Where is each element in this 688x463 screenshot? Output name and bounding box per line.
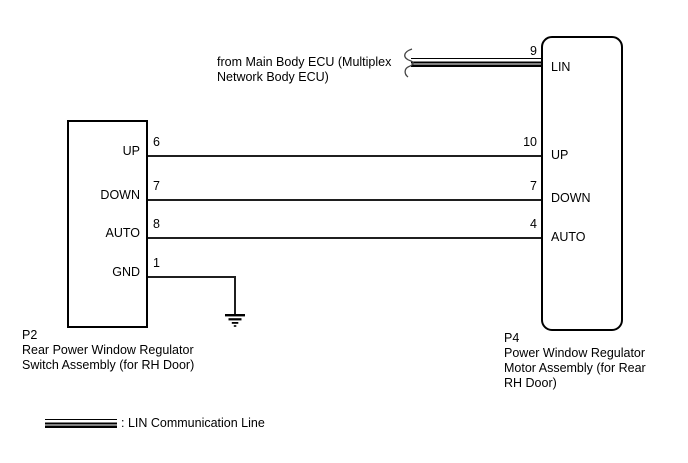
legend-lin-line-sample xyxy=(45,419,117,428)
p4-pin-number-lin: 9 xyxy=(530,44,537,58)
p4-pin-number-auto: 4 xyxy=(530,217,537,231)
p4-pin-label-lin: LIN xyxy=(551,60,571,74)
wire-gnd-horizontal xyxy=(148,276,235,278)
connector-p2-box xyxy=(67,120,148,328)
ecu-source-note-line2: Network Body ECU) xyxy=(217,70,329,84)
p2-pin-label-auto: AUTO xyxy=(105,226,141,240)
p4-pin-label-auto: AUTO xyxy=(551,230,586,244)
ground-icon xyxy=(225,314,245,327)
connector-p4-caption: P4 Power Window Regulator Motor Assembly… xyxy=(504,331,646,391)
p4-pin-number-down: 7 xyxy=(530,179,537,193)
p2-pin-label-gnd: GND xyxy=(112,265,140,279)
p2-pin-number-up: 6 xyxy=(153,135,160,149)
connector-p4-id: P4 xyxy=(504,331,520,345)
p4-pin-label-up: UP xyxy=(551,148,569,162)
wire-break-squiggle-icon xyxy=(404,48,414,78)
connector-p4-box xyxy=(541,36,623,331)
wire-up xyxy=(148,155,541,157)
p2-pin-number-auto: 8 xyxy=(153,217,160,231)
ecu-source-note: from Main Body ECU (Multiplex Network Bo… xyxy=(217,55,391,85)
legend-lin-label: : LIN Communication Line xyxy=(121,416,265,430)
wire-gnd-vertical xyxy=(234,276,236,315)
p2-pin-label-down: DOWN xyxy=(100,188,140,202)
connector-p4-caption-line2: Motor Assembly (for Rear xyxy=(504,361,646,375)
connector-p2-caption-line2: Switch Assembly (for RH Door) xyxy=(22,358,195,372)
wire-auto xyxy=(148,237,541,239)
connector-p4-caption-line1: Power Window Regulator xyxy=(504,346,646,360)
p2-pin-number-gnd: 1 xyxy=(153,256,160,270)
connector-p4-caption-line3: RH Door) xyxy=(504,376,557,390)
p2-pin-label-up: UP xyxy=(122,144,140,158)
wire-down xyxy=(148,199,541,201)
connector-p2-id: P2 xyxy=(22,328,38,342)
connector-p2-caption: P2 Rear Power Window Regulator Switch As… xyxy=(22,328,194,373)
ecu-source-note-line1: from Main Body ECU (Multiplex xyxy=(217,55,392,69)
p4-pin-number-up: 10 xyxy=(523,135,537,149)
lin-communication-wire xyxy=(411,58,541,67)
connector-p2-caption-line1: Rear Power Window Regulator xyxy=(22,343,194,357)
p4-pin-label-down: DOWN xyxy=(551,191,591,205)
p2-pin-number-down: 7 xyxy=(153,179,160,193)
